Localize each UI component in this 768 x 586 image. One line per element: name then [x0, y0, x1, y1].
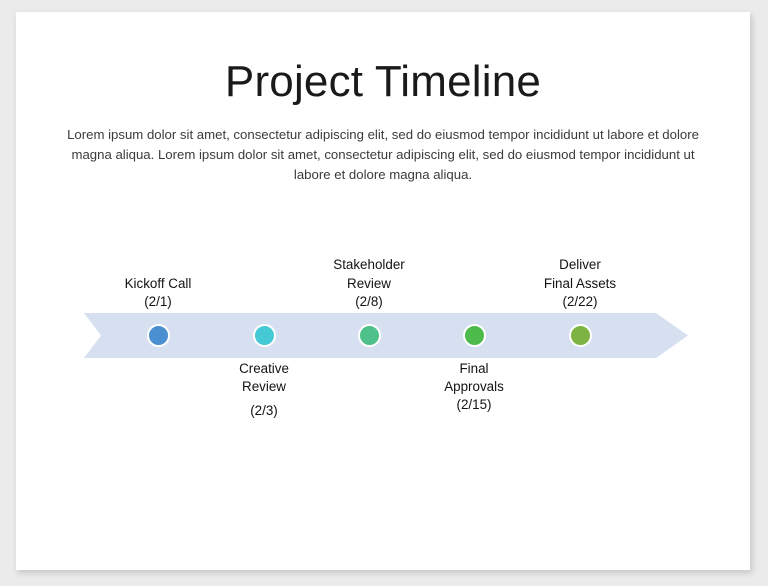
milestone-dot-icon [357, 324, 381, 347]
timeline-arrow-icon [84, 313, 688, 358]
milestone-1: Kickoff Call (2/1) [83, 227, 233, 311]
milestone-label: Stakeholder Review [333, 257, 405, 291]
milestone-dot-icon [462, 324, 486, 347]
milestone-2: Creative Review (2/3) [189, 360, 339, 440]
milestone-4: Final Approvals (2/15) [399, 360, 549, 440]
milestone-label: Kickoff Call [124, 275, 192, 291]
milestone-date: (2/15) [456, 397, 492, 413]
timeline-graphic: Kickoff Call (2/1) Creative Review (2/3) Sta… [16, 227, 750, 437]
milestone-label: Final Approvals [444, 361, 504, 395]
milestone-date: (2/8) [355, 293, 383, 309]
slide-canvas: Project Timeline Lorem ipsum dolor sit a… [16, 12, 750, 570]
milestone-dot-icon [146, 324, 170, 347]
milestone-dot-icon [252, 324, 276, 347]
milestone-date: (2/3) [250, 403, 278, 419]
page-title: Project Timeline [224, 57, 542, 106]
milestone-3: Stakeholder Review (2/8) [294, 227, 444, 311]
milestone-5: Deliver Final Assets (2/22) [505, 227, 655, 311]
slide-subtitle: Lorem ipsum dolor sit amet, consectetur … [67, 127, 699, 183]
milestone-label: Deliver Final Assets [543, 257, 617, 291]
milestone-dot-icon [568, 324, 592, 347]
milestone-date: (2/22) [562, 293, 598, 309]
milestone-label: Creative Review [239, 361, 289, 395]
milestone-date: (2/1) [144, 293, 172, 309]
